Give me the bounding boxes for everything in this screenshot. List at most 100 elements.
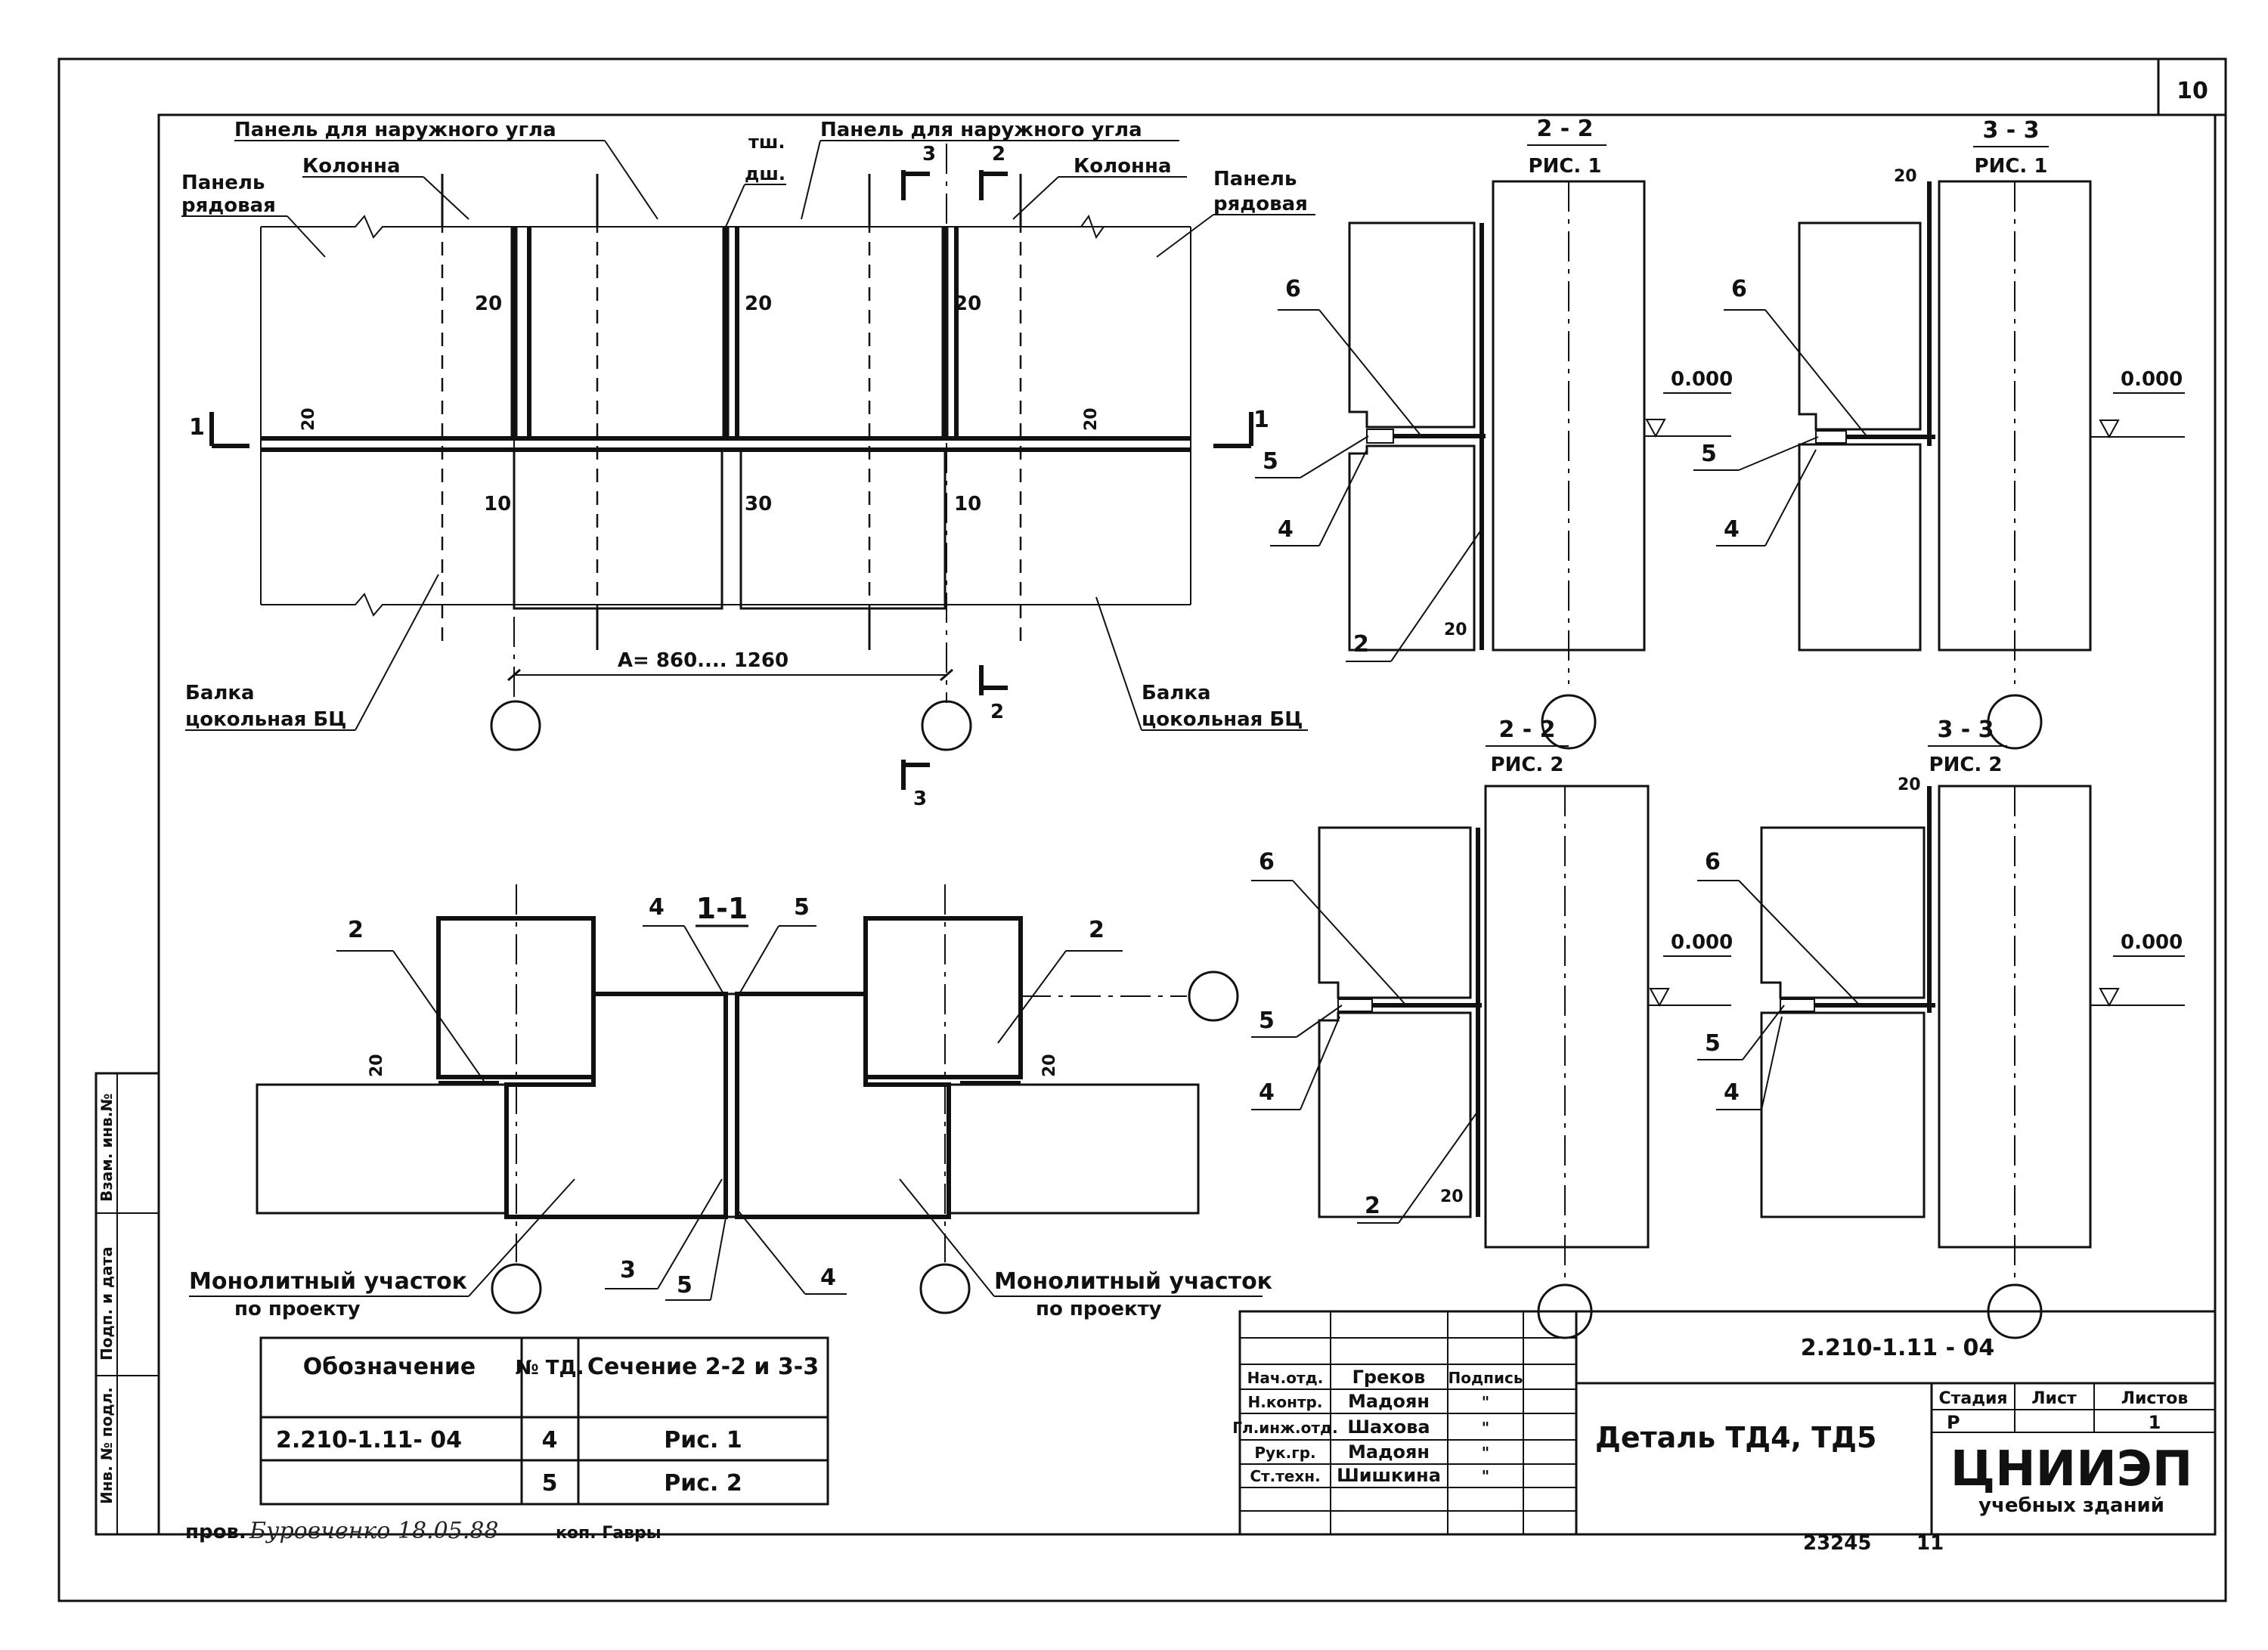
table-header-td: № ТД. bbox=[515, 1357, 584, 1379]
label-panel-row-left-2: рядовая bbox=[181, 194, 276, 217]
table-header-section: Сечение 2-2 и 3-3 bbox=[587, 1354, 819, 1380]
sec-b-m6: 6 bbox=[1731, 276, 1747, 302]
sec-b-m5: 5 bbox=[1701, 441, 1717, 467]
sheet-number: 10 bbox=[2177, 78, 2208, 104]
table-cell-r1-c2: 4 bbox=[542, 1427, 558, 1453]
sec-b-title: 3 - 3 bbox=[1982, 117, 2039, 144]
section-2-2-fig-2: 2 - 2 РИС. 2 0.000 6 5 4 2 20 bbox=[1251, 717, 1733, 1339]
sec-c-m6: 6 bbox=[1259, 849, 1275, 875]
sec-a-title: 2 - 2 bbox=[1536, 116, 1593, 142]
dim-10-a: 10 bbox=[484, 493, 511, 515]
stamp-org-sub: учебных зданий bbox=[1978, 1494, 2164, 1517]
stamp-title: Деталь ТД4, ТД5 bbox=[1595, 1421, 1876, 1454]
sec-d-title: 3 - 3 bbox=[1937, 717, 1994, 743]
stamp-name-2: Мадоян bbox=[1348, 1391, 1430, 1412]
sec-c-title: 2 - 2 bbox=[1498, 717, 1555, 743]
label-panel-row-right-1: Панель bbox=[1213, 168, 1297, 190]
stamp-sheets-value: 1 bbox=[2149, 1412, 2161, 1433]
cut-1-left: 1 bbox=[189, 414, 205, 441]
stamp-stage-label: Стадия bbox=[1938, 1389, 2007, 1408]
dim-30: 30 bbox=[745, 493, 772, 515]
sec-d-m4: 4 bbox=[1724, 1079, 1740, 1106]
stamp-role-1: Нач.отд. bbox=[1247, 1369, 1324, 1387]
mono-right-2: по проекту bbox=[1036, 1298, 1162, 1320]
axis-bubble-right bbox=[921, 700, 972, 751]
sec-a-sub: РИС. 1 bbox=[1529, 155, 1602, 178]
label-column-right: Колонна bbox=[1074, 155, 1172, 178]
dim-20-c: 20 bbox=[954, 293, 981, 315]
stamp-code: 2.210-1.11 - 04 bbox=[1801, 1335, 1994, 1361]
section-1-1-title: 1-1 bbox=[696, 892, 748, 925]
label-tsh: тш. bbox=[748, 132, 785, 153]
section-2-2-fig-1: 2 - 2 РИС. 1 0.000 6 5 4 2 20 bbox=[1255, 116, 1733, 750]
mark-2-left: 2 bbox=[348, 917, 364, 943]
stamp-sign-4: " bbox=[1482, 1444, 1489, 1462]
stamp-role-2: Н.контр. bbox=[1248, 1393, 1323, 1411]
sec-d-dim: 20 bbox=[1898, 775, 1921, 794]
mark-5-bottom: 5 bbox=[677, 1272, 692, 1299]
stamp-sheets-label: Листов bbox=[2121, 1389, 2189, 1408]
label-beam-right-2: цокольная БЦ bbox=[1142, 708, 1303, 731]
sec-b-level: 0.000 bbox=[2121, 368, 2183, 391]
stamp-sign-5: " bbox=[1482, 1467, 1489, 1485]
cut-1-right: 1 bbox=[1253, 407, 1269, 433]
sec-c-m5: 5 bbox=[1259, 1008, 1275, 1034]
dim-20-b: 20 bbox=[745, 293, 772, 315]
section-3-3-fig-1: 3 - 3 РИС. 1 0.000 6 5 4 20 bbox=[1693, 117, 2185, 750]
dim-10-b: 10 bbox=[954, 493, 981, 515]
label-beam-left-1: Балка bbox=[185, 682, 255, 704]
mark-2-right: 2 bbox=[1089, 917, 1105, 943]
sec-b-sub: РИС. 1 bbox=[1975, 155, 2048, 178]
dim-20-1-1-left: 20 bbox=[367, 1054, 386, 1077]
stamp-name-4: Мадоян bbox=[1348, 1441, 1430, 1463]
footer-copied: коп. Гавры bbox=[556, 1524, 662, 1543]
format-number: 11 bbox=[1916, 1532, 1944, 1555]
outer-frame bbox=[57, 57, 2227, 1602]
side-strip: Инв. № подл. Подп. и дата Взам. инв.№ bbox=[94, 1072, 160, 1536]
sec-d-m5: 5 bbox=[1705, 1030, 1721, 1057]
strip-sign-date: Подп. и дата bbox=[98, 1246, 116, 1361]
sec-c-sub: РИС. 2 bbox=[1491, 754, 1564, 776]
label-column-left: Колонна bbox=[302, 155, 401, 178]
mono-left-2: по проекту bbox=[234, 1298, 361, 1320]
sec-c-m4: 4 bbox=[1259, 1079, 1275, 1106]
sec-d-m6: 6 bbox=[1705, 849, 1721, 875]
label-beam-left-2: цокольная БЦ bbox=[185, 708, 346, 731]
plan-view: A= 860.... 1260 20 20 20 20 20 10 30 10 … bbox=[181, 119, 1315, 810]
sec-a-m2: 2 bbox=[1353, 631, 1369, 658]
sec-c-m2: 2 bbox=[1365, 1193, 1380, 1219]
label-panel-row-left-1: Панель bbox=[181, 172, 265, 194]
stamp-role-5: Ст.техн. bbox=[1250, 1467, 1320, 1485]
dim-20-d: 20 bbox=[299, 407, 318, 431]
sec-d-level: 0.000 bbox=[2121, 931, 2183, 954]
sec-a-m4: 4 bbox=[1278, 516, 1294, 543]
label-panel-corner-right: Панель для наружного угла bbox=[820, 119, 1142, 141]
stamp-role-3: Гл.инж.отд. bbox=[1232, 1419, 1337, 1437]
mark-3: 3 bbox=[620, 1257, 636, 1283]
mark-5-top: 5 bbox=[794, 894, 810, 921]
stamp-name-1: Греков bbox=[1352, 1367, 1426, 1388]
table-cell-r2-c2: 5 bbox=[542, 1470, 558, 1497]
strip-inv-no: Инв. № подл. bbox=[98, 1387, 116, 1504]
title-block: 2.210-1.11 - 04 Нач.отд. Н.контр. Гл.инж… bbox=[1232, 1310, 2217, 1536]
sec-b-dim: 20 bbox=[1894, 167, 1917, 186]
table-cell-r2-c3: Рис. 2 bbox=[664, 1470, 742, 1497]
stamp-name-5: Шишкина bbox=[1337, 1465, 1441, 1486]
sec-d-sub: РИС. 2 bbox=[1929, 754, 2003, 776]
dim-a: A= 860.... 1260 bbox=[618, 649, 789, 672]
designation-table: Обозначение № ТД. Сечение 2-2 и 3-3 2.21… bbox=[259, 1336, 829, 1506]
archive-number: 23245 bbox=[1803, 1532, 1871, 1555]
mark-4-top: 4 bbox=[649, 894, 665, 921]
sec-c-level: 0.000 bbox=[1671, 931, 1733, 954]
axis-bubble-1-1-left bbox=[491, 1263, 542, 1314]
stamp-sign-3: " bbox=[1482, 1419, 1489, 1437]
stamp-role-4: Рук.гр. bbox=[1254, 1444, 1315, 1462]
stamp-org: ЦНИИЭП bbox=[1950, 1441, 2193, 1497]
footer-checked: пров. bbox=[185, 1521, 246, 1543]
stamp-sign-header: Подпись bbox=[1448, 1369, 1523, 1387]
label-dsh: дш. bbox=[745, 163, 785, 184]
sec-a-dim: 20 bbox=[1444, 621, 1467, 639]
stamp-sheet-label: Лист bbox=[2031, 1389, 2077, 1408]
mono-right-1: Монолитный участок bbox=[994, 1268, 1272, 1295]
cut-2-top: 2 bbox=[992, 143, 1005, 166]
